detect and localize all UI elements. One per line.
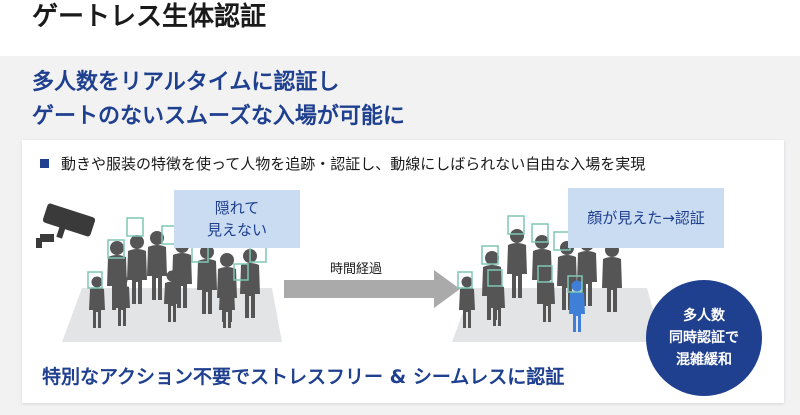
- arrow-label: 時間経過: [330, 262, 383, 277]
- recognized-callout: 顔が見えた→認証: [568, 188, 724, 248]
- bullet-text: 動きや服装の特徴を使って人物を追跡・認証し、動線にしばられない自由な入場を実現: [61, 154, 646, 173]
- hidden-callout: 隠れて 見えない: [174, 190, 300, 248]
- badge-line-3: 混雑緩和: [676, 352, 732, 368]
- bottom-tagline: 特別なアクション不要でストレスフリー & シームレスに認証: [42, 366, 565, 388]
- headline-line-2: ゲートのないスムーズな入場が可能に: [32, 104, 405, 129]
- hidden-callout-line-1: 隠れて: [214, 199, 260, 217]
- headline-line-1: 多人数をリアルタイムに認証し: [32, 70, 340, 95]
- arrow-right-icon: [284, 270, 460, 308]
- badge-line-2: 同時認証で: [669, 330, 739, 346]
- floor-right: [452, 288, 662, 342]
- badge-line-1: 多人数: [683, 308, 725, 324]
- bullet-row: 動きや服装の特徴を使って人物を追跡・認証し、動線にしばられない自由な入場を実現: [40, 152, 645, 174]
- benefit-badge: 多人数 同時認証で 混雑緩和: [646, 280, 762, 396]
- page-title: ゲートレス生体認証: [32, 2, 267, 32]
- security-camera-icon: [36, 203, 96, 248]
- face-boxes-right: [457, 215, 583, 293]
- headline: 多人数をリアルタイムに認証し ゲートのないスムーズな入場が可能に: [32, 66, 405, 134]
- bullet-square-icon: [40, 158, 49, 168]
- crowd-illustration: [36, 203, 662, 342]
- hidden-callout-line-2: 見えない: [206, 221, 267, 239]
